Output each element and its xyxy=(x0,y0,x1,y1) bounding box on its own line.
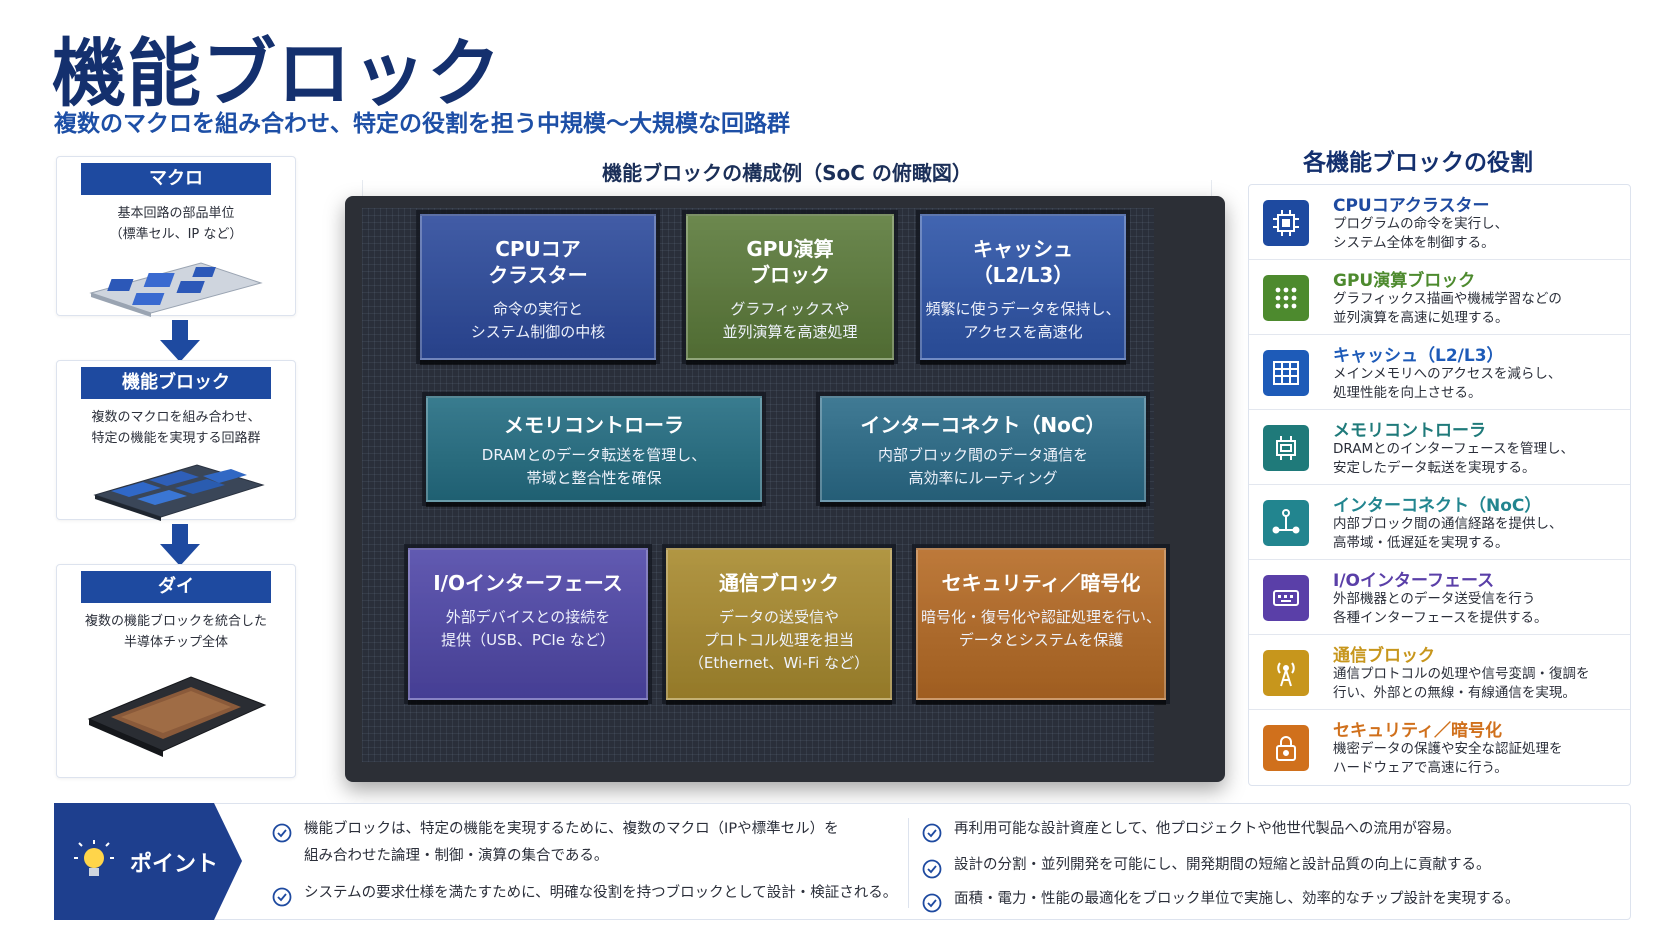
flow-description: 複数の機能ブロックを統合した 半導体チップ全体 xyxy=(84,614,267,650)
check-circle-icon xyxy=(922,893,942,913)
roles-title: 各機能ブロックの役割 xyxy=(1303,150,1533,176)
role-name: GPU演算ブロック xyxy=(1333,271,1476,291)
block-cpu-cluster: CPUコア クラスター命令の実行と システム制御の中核 xyxy=(420,214,656,360)
arrow-down-icon xyxy=(160,320,200,362)
point-text: 面積・電力・性能の最適化をブロック単位で実施し、効率的なチップ設計を実現する。 xyxy=(954,891,1520,907)
cpu-icon xyxy=(1263,200,1309,246)
block-illustration xyxy=(81,457,271,521)
point-text: 再利用可能な設計資産として、他プロジェクトや他世代製品への流用が容易。 xyxy=(954,821,1461,837)
role-communication: 通信ブロック通信プロトコルの処理や信号変調・復調を 行い、外部との無線・有線通信… xyxy=(1249,635,1630,710)
role-io-interface: I/Oインターフェース外部機器とのデータ送受信を行う 各種インターフェースを提供… xyxy=(1249,560,1630,635)
point-text: システムの要求仕様を満たすために、明確な役割を持つブロックとして設計・検証される… xyxy=(304,885,898,901)
flow-label: マクロ xyxy=(81,163,271,195)
role-name: インターコネクト（NoC） xyxy=(1333,496,1542,516)
flow-label: ダイ xyxy=(81,571,271,603)
role-description: メインメモリへのアクセスを減らし、 処理性能を向上させる。 xyxy=(1333,366,1562,401)
block-description: グラフィックスや 並列演算を高速処理 xyxy=(722,300,858,341)
grid-dots-icon xyxy=(1263,275,1309,321)
check-circle-icon xyxy=(922,823,942,843)
block-memory-controller: メモリコントローラ DRAMとのデータ転送を管理し、 帯域と整合性を確保 xyxy=(426,396,762,502)
role-name: メモリコントローラ xyxy=(1333,421,1486,441)
flow-card-functional-block: 機能ブロック 複数のマクロを組み合わせ、 特定の機能を実現する回路群 xyxy=(56,360,296,521)
flow-card-macro: マクロ 基本回路の部品単位 （標準セル、IP など） xyxy=(56,156,296,317)
page-subtitle: 複数のマクロを組み合わせ、特定の役割を担う中規模〜大規模な回路群 xyxy=(54,111,790,137)
block-title: セキュリティ／暗号化 xyxy=(941,571,1141,595)
block-title: インターコネクト（NoC） xyxy=(860,413,1106,437)
role-name: CPUコアクラスター xyxy=(1333,196,1490,216)
role-description: DRAMとのインターフェースを管理し、 安定したデータ転送を実現する。 xyxy=(1333,441,1574,476)
point-text: 機能ブロックは、特定の機能を実現するために、複数のマクロ（IPや標準セル）を 組… xyxy=(304,821,839,864)
role-security: セキュリティ／暗号化機密データの保護や安全な認証処理を ハードウェアで高速に行う… xyxy=(1249,710,1630,785)
check-circle-icon xyxy=(272,887,292,907)
flow-card-die: ダイ 複数の機能ブロックを統合した 半導体チップ全体 xyxy=(56,564,296,778)
check-circle-icon xyxy=(922,859,942,879)
lightbulb-icon xyxy=(74,840,114,876)
block-interconnect: インターコネクト（NoC） 内部ブロック間のデータ通信を 高効率にルーティング xyxy=(820,396,1146,502)
die-illustration xyxy=(81,669,271,759)
block-title: I/Oインターフェース xyxy=(433,571,623,595)
role-description: プログラムの命令を実行し、 システム全体を制御する。 xyxy=(1333,216,1509,251)
role-description: グラフィックス描画や機械学習などの 並列演算を高速に処理する。 xyxy=(1333,291,1562,326)
role-name: キャッシュ（L2/L3） xyxy=(1333,346,1504,366)
block-security: セキュリティ／暗号化暗号化・復号化や認証処理を行い、 データとシステムを保護 xyxy=(916,548,1166,700)
block-description: 命令の実行と システム制御の中核 xyxy=(470,300,606,341)
role-name: 通信ブロック xyxy=(1333,646,1435,666)
block-communication: 通信ブロックデータの送受信や プロトコル処理を担当 （Ethernet、Wi-F… xyxy=(666,548,892,700)
role-name: I/Oインターフェース xyxy=(1333,571,1495,591)
block-title: GPU演算 ブロック xyxy=(746,237,834,287)
macro-illustration xyxy=(81,253,271,317)
points-divider xyxy=(908,818,909,908)
role-description: 機密データの保護や安全な認証処理を ハードウェアで高速に行う。 xyxy=(1333,741,1563,776)
block-cache: キャッシュ （L2/L3） 頻繁に使うデータを保持し、 アクセスを高速化 xyxy=(920,214,1126,360)
block-io-interface: I/Oインターフェース外部デバイスとの接続を 提供（USB、PCIe など） xyxy=(408,548,648,700)
roles-list: CPUコアクラスタープログラムの命令を実行し、 システム全体を制御する。GPU演… xyxy=(1248,184,1631,786)
flow-label: 機能ブロック xyxy=(81,367,271,399)
role-name: セキュリティ／暗号化 xyxy=(1333,721,1502,741)
points-panel xyxy=(54,803,1631,920)
block-title: メモリコントローラ xyxy=(504,413,684,437)
block-description: DRAMとのデータ転送を管理し、 帯域と整合性を確保 xyxy=(481,446,707,487)
io-port-icon xyxy=(1263,575,1309,621)
point-text: 設計の分割・並列開発を可能にし、開発期間の短縮と設計品質の向上に貢献する。 xyxy=(954,857,1491,873)
points-badge xyxy=(54,803,242,920)
flow-description: 基本回路の部品単位 （標準セル、IP など） xyxy=(109,206,243,242)
points-label: ポイント xyxy=(130,852,219,877)
block-description: 外部デバイスとの接続を 提供（USB、PCIe など） xyxy=(441,608,615,649)
page-title: 機能ブロック xyxy=(52,31,502,117)
block-gpu: GPU演算 ブロックグラフィックスや 並列演算を高速処理 xyxy=(686,214,894,360)
arrow-down-icon xyxy=(160,524,200,566)
block-title: CPUコア クラスター xyxy=(488,237,588,287)
block-description: 内部ブロック間のデータ通信を 高効率にルーティング xyxy=(877,446,1088,487)
role-description: 通信プロトコルの処理や信号変調・復調を 行い、外部との無線・有線通信を実現。 xyxy=(1333,666,1590,701)
role-interconnect: インターコネクト（NoC）内部ブロック間の通信経路を提供し、 高帯域・低遅延を実… xyxy=(1249,485,1630,560)
role-cpu-cluster: CPUコアクラスタープログラムの命令を実行し、 システム全体を制御する。 xyxy=(1249,185,1630,260)
flow-description: 複数のマクロを組み合わせ、 特定の機能を実現する回路群 xyxy=(91,410,261,446)
block-title: キャッシュ （L2/L3） xyxy=(972,237,1074,287)
role-description: 外部機器とのデータ送受信を行う 各種インターフェースを提供する。 xyxy=(1333,591,1548,626)
table-icon xyxy=(1263,350,1309,396)
block-description: 暗号化・復号化や認証処理を行い、 データとシステムを保護 xyxy=(920,608,1161,649)
memory-chip-icon xyxy=(1263,425,1309,471)
role-cache: キャッシュ（L2/L3）メインメモリへのアクセスを減らし、 処理性能を向上させる… xyxy=(1249,335,1630,410)
check-circle-icon xyxy=(272,823,292,843)
lock-icon xyxy=(1263,725,1309,771)
block-description: データの送受信や プロトコル処理を担当 （Ethernet、Wi-Fi など） xyxy=(688,608,870,672)
role-gpu: GPU演算ブロックグラフィックス描画や機械学習などの 並列演算を高速に処理する。 xyxy=(1249,260,1630,335)
block-description: 頻繁に使うデータを保持し、 アクセスを高速化 xyxy=(925,300,1121,341)
center-title: 機能ブロックの構成例（SoC の俯瞰図） xyxy=(602,161,972,185)
antenna-icon xyxy=(1263,650,1309,696)
role-description: 内部ブロック間の通信経路を提供し、 高帯域・低遅延を実現する。 xyxy=(1333,516,1563,551)
network-icon xyxy=(1263,500,1309,546)
block-title: 通信ブロック xyxy=(719,571,839,595)
